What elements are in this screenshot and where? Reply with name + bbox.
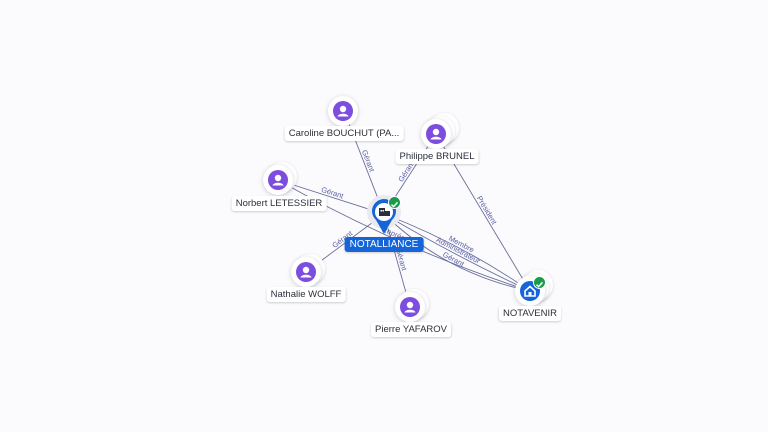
person-avatar [421,119,451,149]
edge-label: Gérant [360,149,377,174]
person-label-caroline[interactable]: Caroline BOUCHUT (PA... [284,126,404,141]
person-label-pierre[interactable]: Pierre YAFAROV [371,322,451,337]
person-avatar [328,96,358,126]
person-icon [426,124,446,144]
company-avatar [515,276,545,306]
edge-center-company2 [383,213,531,292]
person-icon [333,101,353,121]
edge-label: Président [475,194,499,227]
person-avatar [263,165,293,195]
person-icon [296,262,316,282]
person-label-philippe[interactable]: Philippe BRUNEL [395,149,479,164]
person-label-nathalie[interactable]: Nathalie WOLFF [266,287,346,302]
edge-center-company2 [383,213,531,292]
person-label-norbert[interactable]: Norbert LETESSIER [231,196,327,211]
verified-check-icon [388,196,401,209]
center-company-node[interactable] [366,192,402,243]
person-icon [268,170,288,190]
company-label-notavenir[interactable]: NOTAVENIR [498,306,562,321]
person-icon [400,297,420,317]
center-company-label[interactable]: NOTALLIANCE [344,237,424,252]
person-avatar [291,257,321,287]
person-avatar [395,292,425,322]
verified-check-icon [533,276,546,289]
edge-center-company2 [383,213,531,292]
